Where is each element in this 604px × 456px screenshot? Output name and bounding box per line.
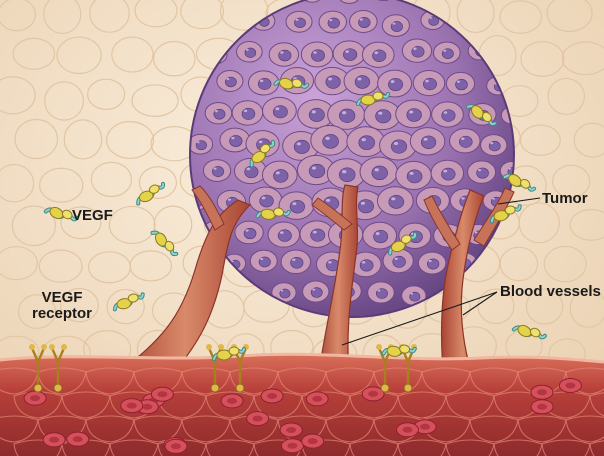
blood-vessel-wall	[0, 354, 604, 456]
tumor-label: Tumor	[542, 190, 588, 207]
vegf-receptor-label-line1: VEGF	[42, 289, 83, 306]
vegf-label: VEGF	[72, 207, 113, 224]
blood-vessels-label: Blood vessels	[500, 283, 601, 300]
vegf-receptor-label-line2: receptor	[32, 305, 92, 322]
